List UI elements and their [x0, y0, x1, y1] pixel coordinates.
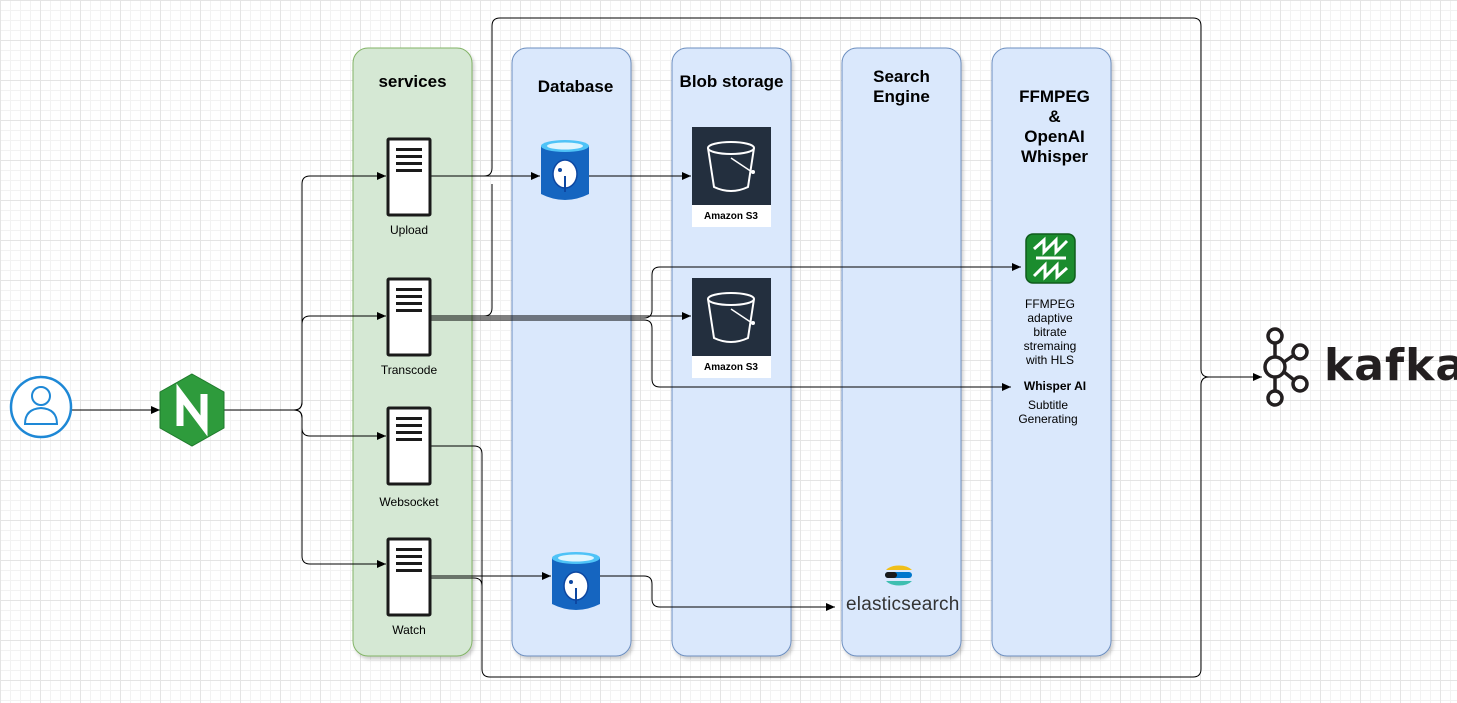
watch-label: Watch — [392, 623, 426, 637]
ffmpeg-icon — [1025, 233, 1076, 284]
s3-bucket-icon — [692, 127, 771, 227]
upload-server-icon — [386, 137, 432, 217]
ffmpeg-whisper-lane-title: FFMPEG & OpenAI Whisper — [1019, 87, 1090, 166]
kafka-wordmark: kafka — [1324, 340, 1457, 391]
postgres-icon — [552, 552, 600, 610]
connectors — [72, 17, 1262, 678]
whisper-title: Whisper AI — [1023, 379, 1087, 393]
ffmpeg-description: FFMPEG adaptive bitrate stremaing with H… — [1023, 297, 1077, 367]
transcode-label: Transcode — [380, 363, 438, 377]
elasticsearch-icon — [885, 565, 912, 586]
search-engine-lane — [841, 47, 962, 657]
watch-server-icon — [386, 537, 432, 617]
transcode-server-icon — [386, 277, 432, 357]
database-lane-title: Database — [537, 77, 614, 96]
websocket-label: Websocket — [379, 495, 439, 509]
upload-label: Upload — [389, 223, 429, 237]
database-lane — [511, 47, 632, 657]
whisper-description: Subtitle Generating — [1018, 398, 1078, 426]
s3-bucket-icon — [692, 278, 771, 378]
postgres-icon — [541, 140, 589, 200]
user-icon — [9, 375, 73, 439]
blob-storage-lane-title: Blob storage — [679, 72, 784, 91]
nginx-icon — [159, 373, 225, 447]
ffmpeg-whisper-lane — [991, 47, 1112, 657]
websocket-server-icon — [386, 406, 432, 486]
services-lane-title: services — [378, 72, 447, 91]
kafka-icon — [1263, 327, 1309, 407]
elasticsearch-wordmark: elasticsearch — [846, 594, 960, 615]
search-engine-lane-title: Search Engine — [873, 67, 930, 106]
s3-top-label: Amazon S3 — [704, 211, 758, 222]
s3-bottom-label: Amazon S3 — [704, 362, 758, 373]
